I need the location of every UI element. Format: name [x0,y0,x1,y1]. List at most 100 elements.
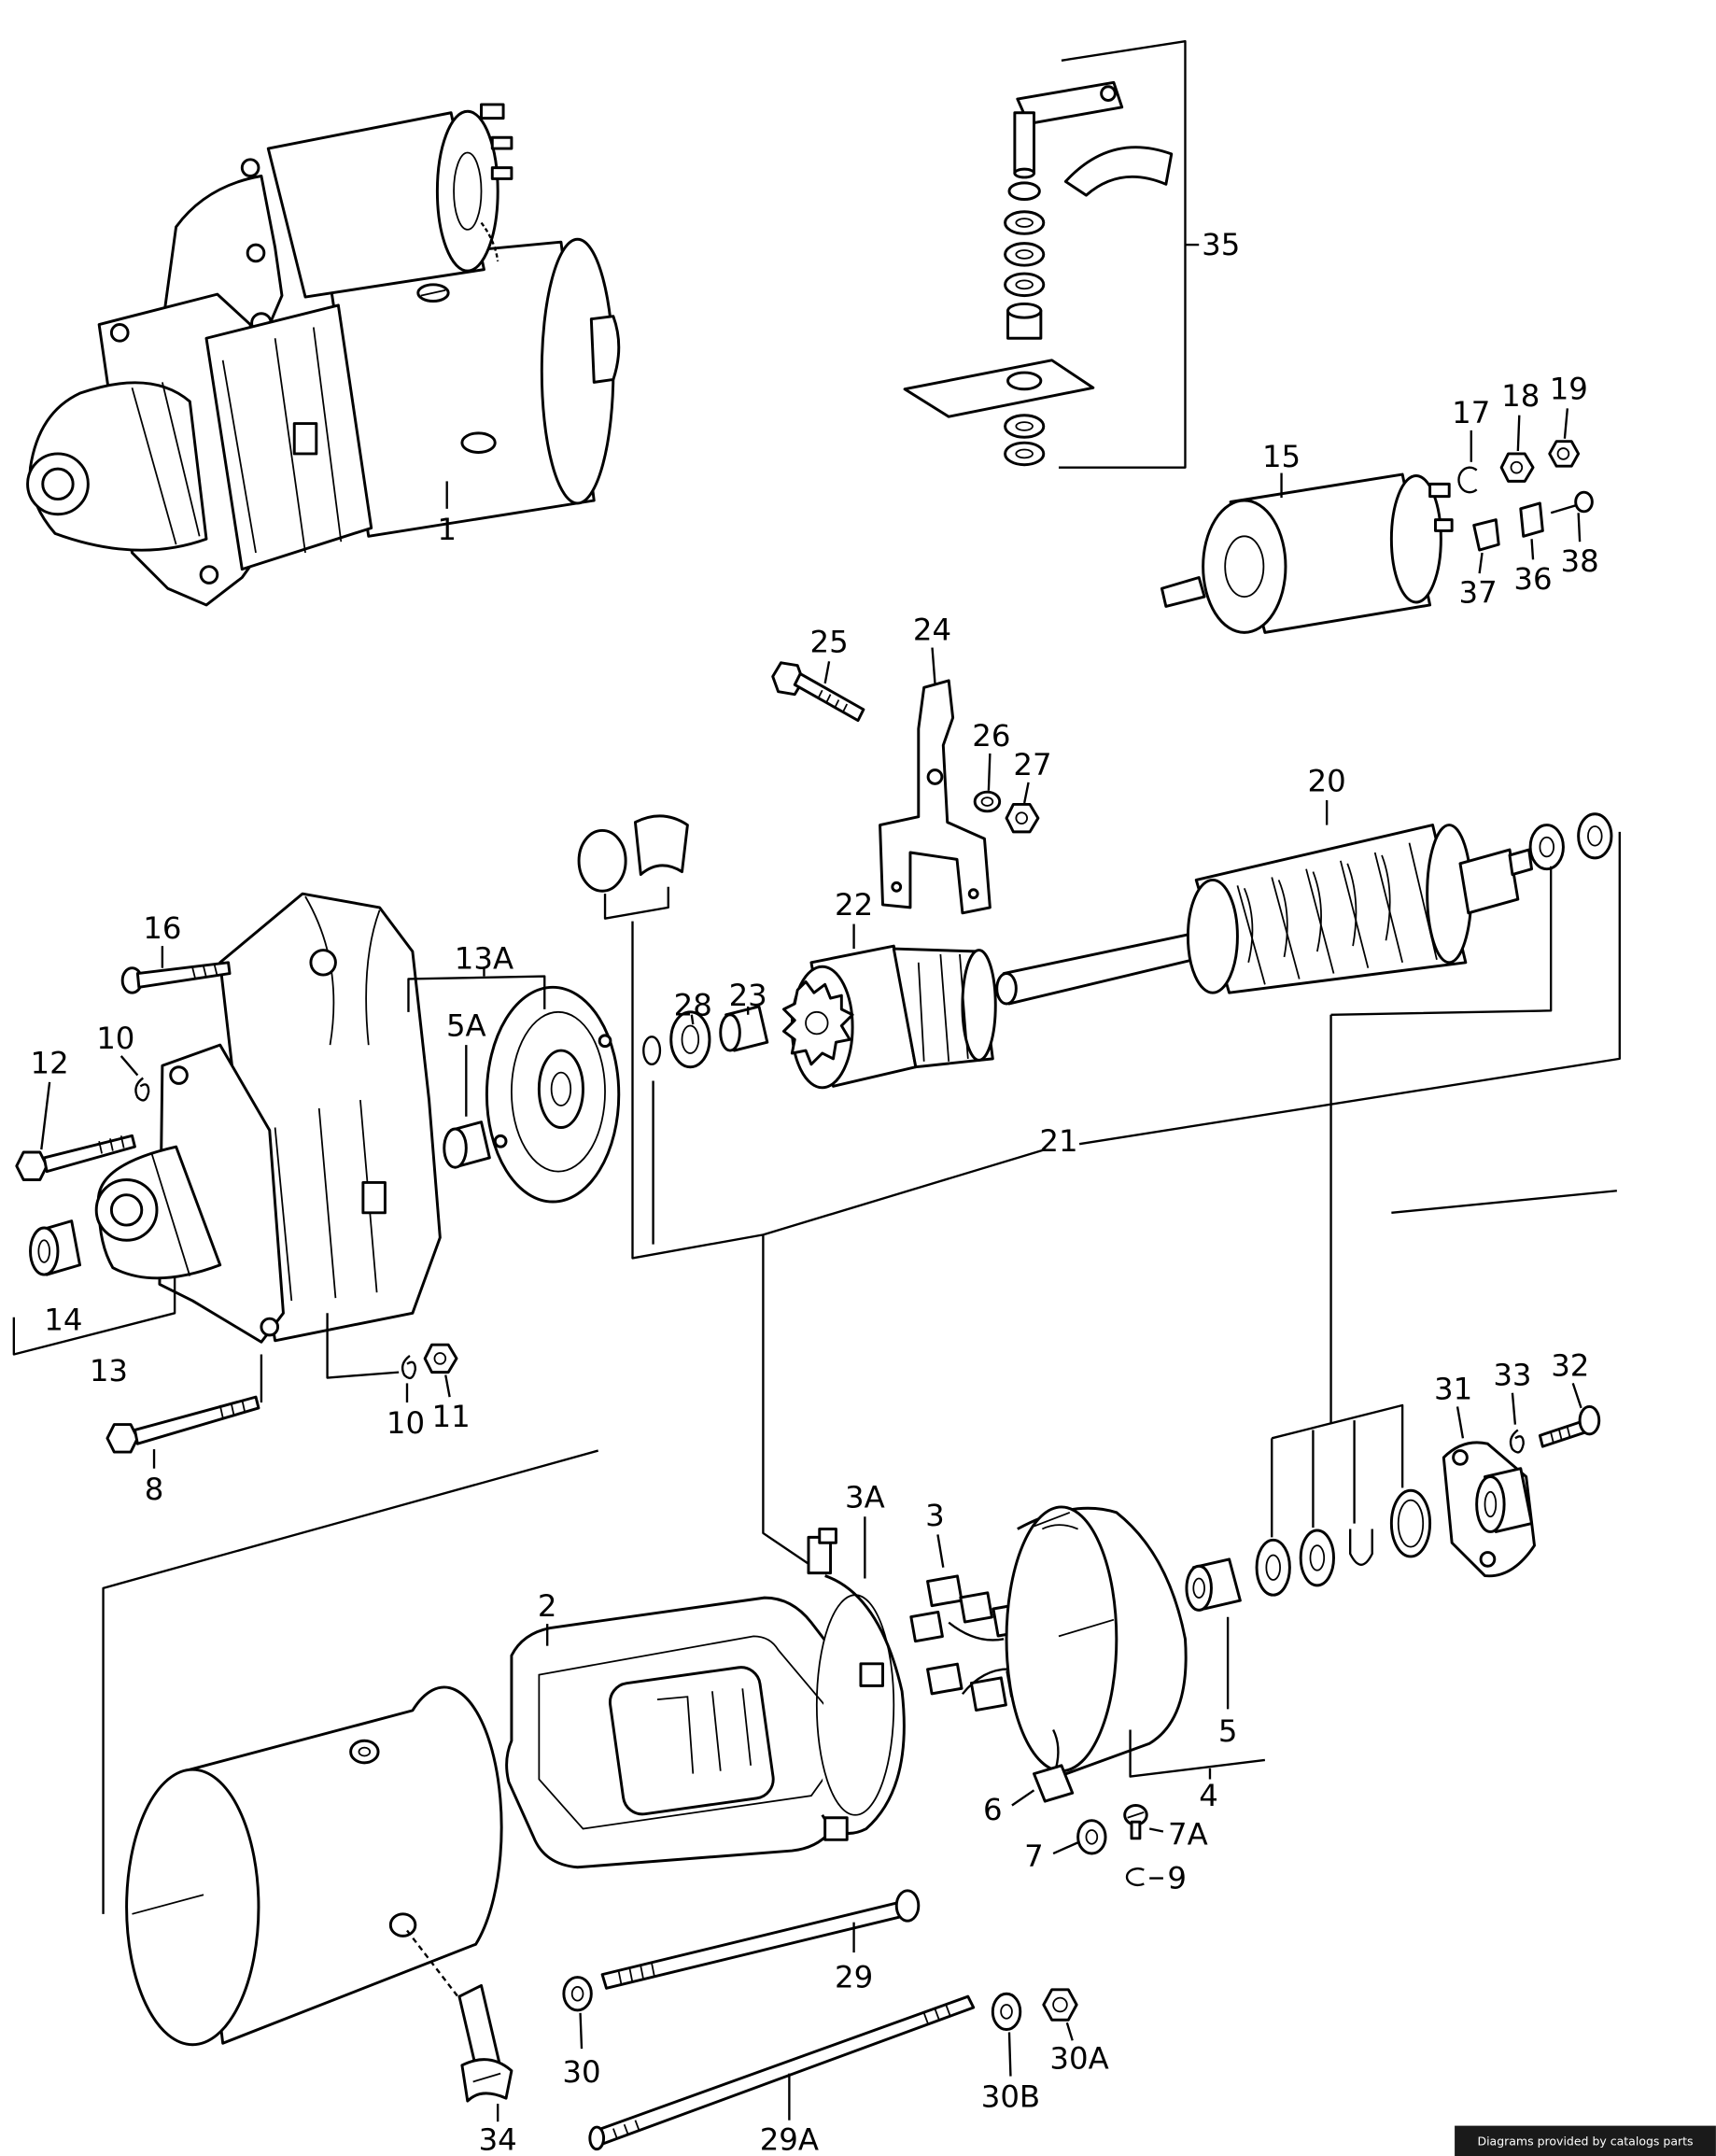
part-23-stop-ring [719,1005,769,1052]
callout-14: 14 [44,1303,82,1338]
part-10-washer-upper [120,1055,150,1102]
part-34-field-frame-housing [102,1449,598,2047]
callout-37: 37 [1459,575,1498,611]
part-13-drive-end-housing [12,892,442,1356]
callout-7a: 7A [1168,1816,1208,1852]
callout-24: 24 [913,612,951,647]
part-28-ring [669,1010,711,1069]
callout-6: 6 [983,1792,1003,1827]
part-26-spring-washer [973,753,1002,813]
part-24-shift-fork-lever [879,647,992,915]
footer-credit-background [1455,2125,1716,2156]
part-12-bolt [15,1081,136,1181]
part-7-spacer [1052,1819,1107,1855]
callout-3: 3 [925,1498,945,1533]
callout-10-upper: 10 [96,1021,134,1056]
callout-35: 35 [1202,227,1240,262]
callout-30b: 30B [981,2079,1040,2115]
callout-2: 2 [538,1588,557,1624]
callout-5: 5 [1218,1713,1238,1749]
callout-29: 29 [835,1960,873,1995]
part-1-starter-assembly [26,103,621,607]
part-7a-screw [1123,1804,1164,1840]
end-cover-washers [1255,1403,1432,1597]
part-29-through-bolt [600,1889,921,1990]
callout-30a: 30A [1049,2040,1108,2076]
callout-26: 26 [972,718,1010,754]
callout-25: 25 [809,625,848,660]
footer-credit-text: Diagrams provided by catalogs parts [1477,2134,1693,2148]
callout-18: 18 [1501,378,1540,414]
part-5-bushing [1185,1557,1242,1710]
part-9-lock-washer [1125,1867,1163,1887]
callout-7: 7 [1024,1839,1044,1874]
callout-4: 4 [1199,1778,1218,1813]
callout-1: 1 [437,512,457,547]
part-4-commutator-end-cover [1005,1505,1266,1780]
callout-13a: 13A [455,940,513,976]
snap-ring [642,1036,662,1065]
part-31-bearing-flange [1442,1406,1536,1578]
callout-10-lower: 10 [387,1405,425,1441]
part-25-pivot-bolt [771,661,865,723]
part-34-screw [406,1929,513,2122]
retaining-clips [577,814,689,920]
part-18-nut [1499,415,1535,483]
callout-3a: 3A [845,1480,885,1515]
part-33-washer [1509,1392,1525,1454]
callout-12: 12 [31,1045,69,1080]
callout-17: 17 [1452,395,1490,430]
part-32-screw [1538,1383,1601,1448]
callout-21: 21 [1039,1123,1077,1159]
part-14-bushing [29,1219,81,1276]
callout-29a: 29A [760,2121,819,2156]
part-8-bolt [105,1354,263,1469]
callout-9: 9 [1167,1861,1187,1896]
part-30-washer [562,1976,593,2050]
callout-36: 36 [1513,561,1552,597]
callout-16: 16 [143,910,181,946]
part-3a-brush-plate [807,1516,906,1841]
footer-credit: Diagrams provided by catalogs parts [1455,2125,1716,2156]
part-35-terminal-insulator-set [903,39,1200,469]
bracket-21 [631,831,1621,1569]
part-38-screw [1550,490,1594,543]
callout-11: 11 [432,1399,471,1434]
part-21-thrust-washers [1528,812,1613,871]
callout-38: 38 [1561,543,1599,579]
callout-19: 19 [1550,372,1588,407]
callout-15: 15 [1262,439,1301,474]
part-5a-bushing [443,1045,491,1169]
part-36-terminal-tab [1519,501,1544,560]
part-22-pinion-drive [782,923,997,1090]
callout-33: 33 [1493,1358,1531,1393]
callout-20: 20 [1308,763,1346,798]
part-11-nut [423,1343,458,1398]
callout-8: 8 [145,1472,164,1507]
part-27-nut [1005,782,1040,834]
callout-labels: 1 35 15 17 18 19 37 36 38 25 24 26 27 20… [31,227,1599,2156]
callout-31: 31 [1434,1371,1472,1406]
part-30a-nut [1042,1988,1078,2041]
callout-27: 27 [1013,747,1051,782]
callout-32: 32 [1551,1347,1589,1383]
part-13a-cover-plate [407,967,621,1204]
callout-22: 22 [835,887,873,923]
part-17-circlip [1457,430,1478,494]
callout-23: 23 [729,978,767,1013]
callout-13: 13 [90,1353,128,1388]
part-15-solenoid [1160,472,1454,634]
callout-28: 28 [674,987,712,1022]
part-19-nut [1548,408,1581,468]
callout-30: 30 [562,2054,600,2090]
part-16-bolt [120,946,232,994]
part-10-washer-lower [326,1313,417,1403]
part-37-terminal-tab [1472,518,1500,574]
part-6-brush [1011,1728,1075,1807]
callout-5a: 5A [446,1008,486,1044]
part-20-armature [995,800,1534,1006]
part-29a-through-bolt [588,1994,976,2151]
part-30b-washer [991,1992,1022,2077]
part-2-field-coils [505,1596,898,1869]
